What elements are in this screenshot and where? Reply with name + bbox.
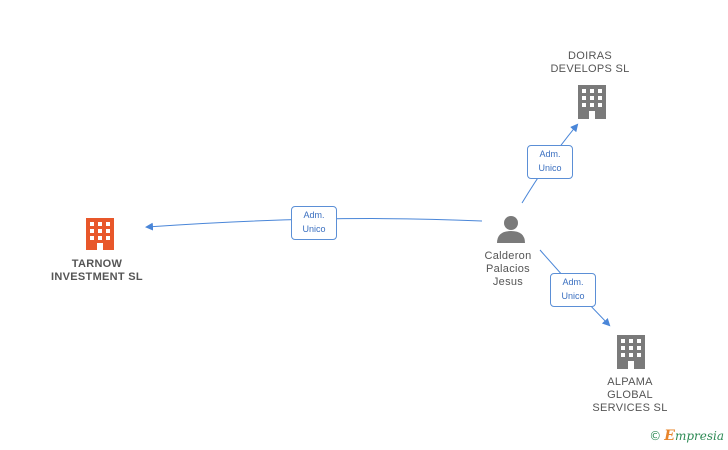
person-name-line: Calderon bbox=[484, 250, 532, 262]
edge-label-to-alpama: Adm. Unico bbox=[550, 273, 596, 307]
empresia-logo: ©Empresia bbox=[649, 428, 724, 444]
copyright-icon: © bbox=[649, 429, 662, 443]
brand-name: mpresia bbox=[674, 429, 724, 443]
company-label-alpama[interactable]: ALPAMA GLOBAL SERVICES SL bbox=[582, 376, 678, 415]
company-name-line: SERVICES SL bbox=[592, 402, 668, 414]
person-label[interactable]: Calderon Palacios Jesus bbox=[470, 250, 546, 289]
company-name-line: DEVELOPS SL bbox=[550, 63, 630, 75]
edge-label-to-doiras: Adm. Unico bbox=[527, 145, 573, 179]
company-label-tarnow[interactable]: TARNOW INVESTMENT SL bbox=[40, 258, 154, 284]
role-line: Adm. bbox=[303, 210, 325, 220]
company-name-line: DOIRAS bbox=[568, 50, 612, 62]
company-name-line: ALPAMA bbox=[607, 376, 653, 388]
person-name-line: Palacios bbox=[486, 263, 530, 275]
building-icon[interactable] bbox=[578, 85, 606, 119]
role-line: Adm. bbox=[539, 149, 561, 159]
person-icon[interactable] bbox=[497, 216, 525, 243]
company-name-line: GLOBAL bbox=[607, 389, 653, 401]
role-line: Adm. bbox=[562, 277, 584, 287]
building-icon[interactable] bbox=[617, 335, 645, 369]
role-line: Unico bbox=[561, 291, 585, 301]
company-name-line: INVESTMENT SL bbox=[51, 271, 143, 283]
role-line: Unico bbox=[302, 224, 326, 234]
company-name-line: TARNOW bbox=[71, 258, 123, 270]
role-line: Unico bbox=[538, 163, 562, 173]
company-label-doiras[interactable]: DOIRAS DEVELOPS SL bbox=[540, 50, 640, 76]
building-icon[interactable] bbox=[86, 218, 114, 250]
person-name-line: Jesus bbox=[492, 276, 524, 288]
brand-initial: E bbox=[664, 428, 675, 444]
edge-label-to-tarnow: Adm. Unico bbox=[291, 206, 337, 240]
